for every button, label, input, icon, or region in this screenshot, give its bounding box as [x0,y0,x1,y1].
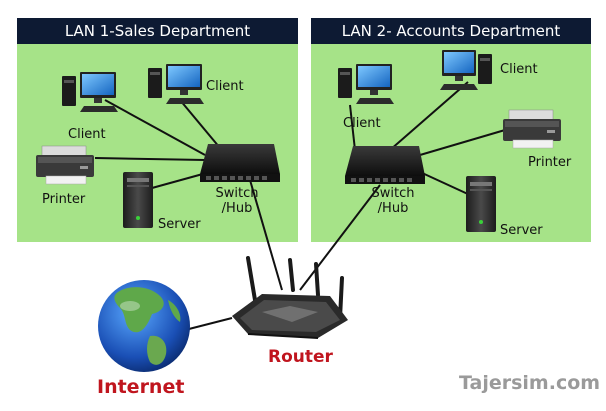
lan1-title: LAN 1-Sales Department [17,18,298,44]
watermark: Tajersim.com [459,372,601,394]
computer-icon [338,64,394,104]
lan1-printer-label: Printer [42,192,86,207]
lan1-client-top-label: Client [206,79,244,94]
printer-icon [503,109,561,149]
computer-icon [62,72,118,112]
router-label: Router [268,347,333,367]
lan1-switch-label: Switch /Hub [210,186,264,216]
printer-icon [36,145,94,185]
lan2-client-right-label: Client [500,62,538,77]
server-icon [466,176,496,232]
lan2-switch-label-line1: Switch [371,186,415,201]
lan2-title: LAN 2- Accounts Department [311,18,591,44]
globe-icon [98,280,190,372]
lan1-switch-label-line1: Switch [215,186,259,201]
connection-lines [94,81,506,331]
lan1-switch-label-line2: /Hub [221,201,253,216]
lan2-server-label: Server [500,223,543,238]
switch-icon [200,144,280,182]
lan2-switch-label: Switch /Hub [366,186,420,216]
lan1-client-left-label: Client [68,127,106,142]
lan2-switch-label-line2: /Hub [377,201,409,216]
server-icon [123,172,153,228]
lan2-printer-label: Printer [528,155,572,170]
computer-icon [148,64,204,104]
switch-icon [345,146,425,184]
internet-label: Internet [97,376,185,398]
computer-icon [440,50,492,90]
router-icon [232,256,348,339]
lan2-client-left-label: Client [343,116,381,131]
lan1-server-label: Server [158,217,201,232]
